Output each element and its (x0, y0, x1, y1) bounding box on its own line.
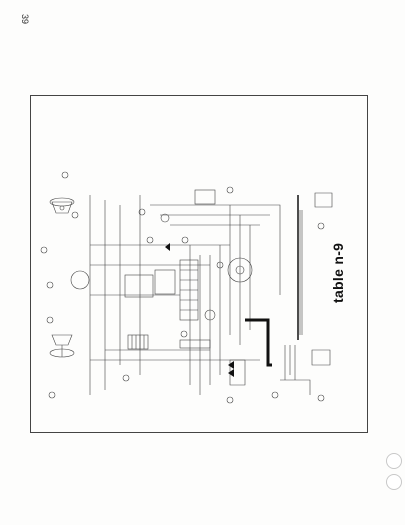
binder-hole-bottom (386, 474, 402, 490)
tail-lamp-top (314, 192, 333, 208)
horn (70, 270, 90, 290)
wiring-diagram (30, 95, 368, 433)
headlamp-left-top (49, 197, 75, 214)
binder-hole-top (386, 453, 402, 469)
headlamp-left-bottom (49, 334, 75, 358)
diagram-border (30, 95, 368, 433)
table-label: table n-9 (330, 242, 346, 303)
heavy-cable (245, 318, 272, 367)
distributor (227, 257, 253, 283)
fuse-box (127, 334, 149, 350)
tail-lamp-bottom (311, 349, 331, 366)
page-number: 39 (20, 14, 30, 25)
